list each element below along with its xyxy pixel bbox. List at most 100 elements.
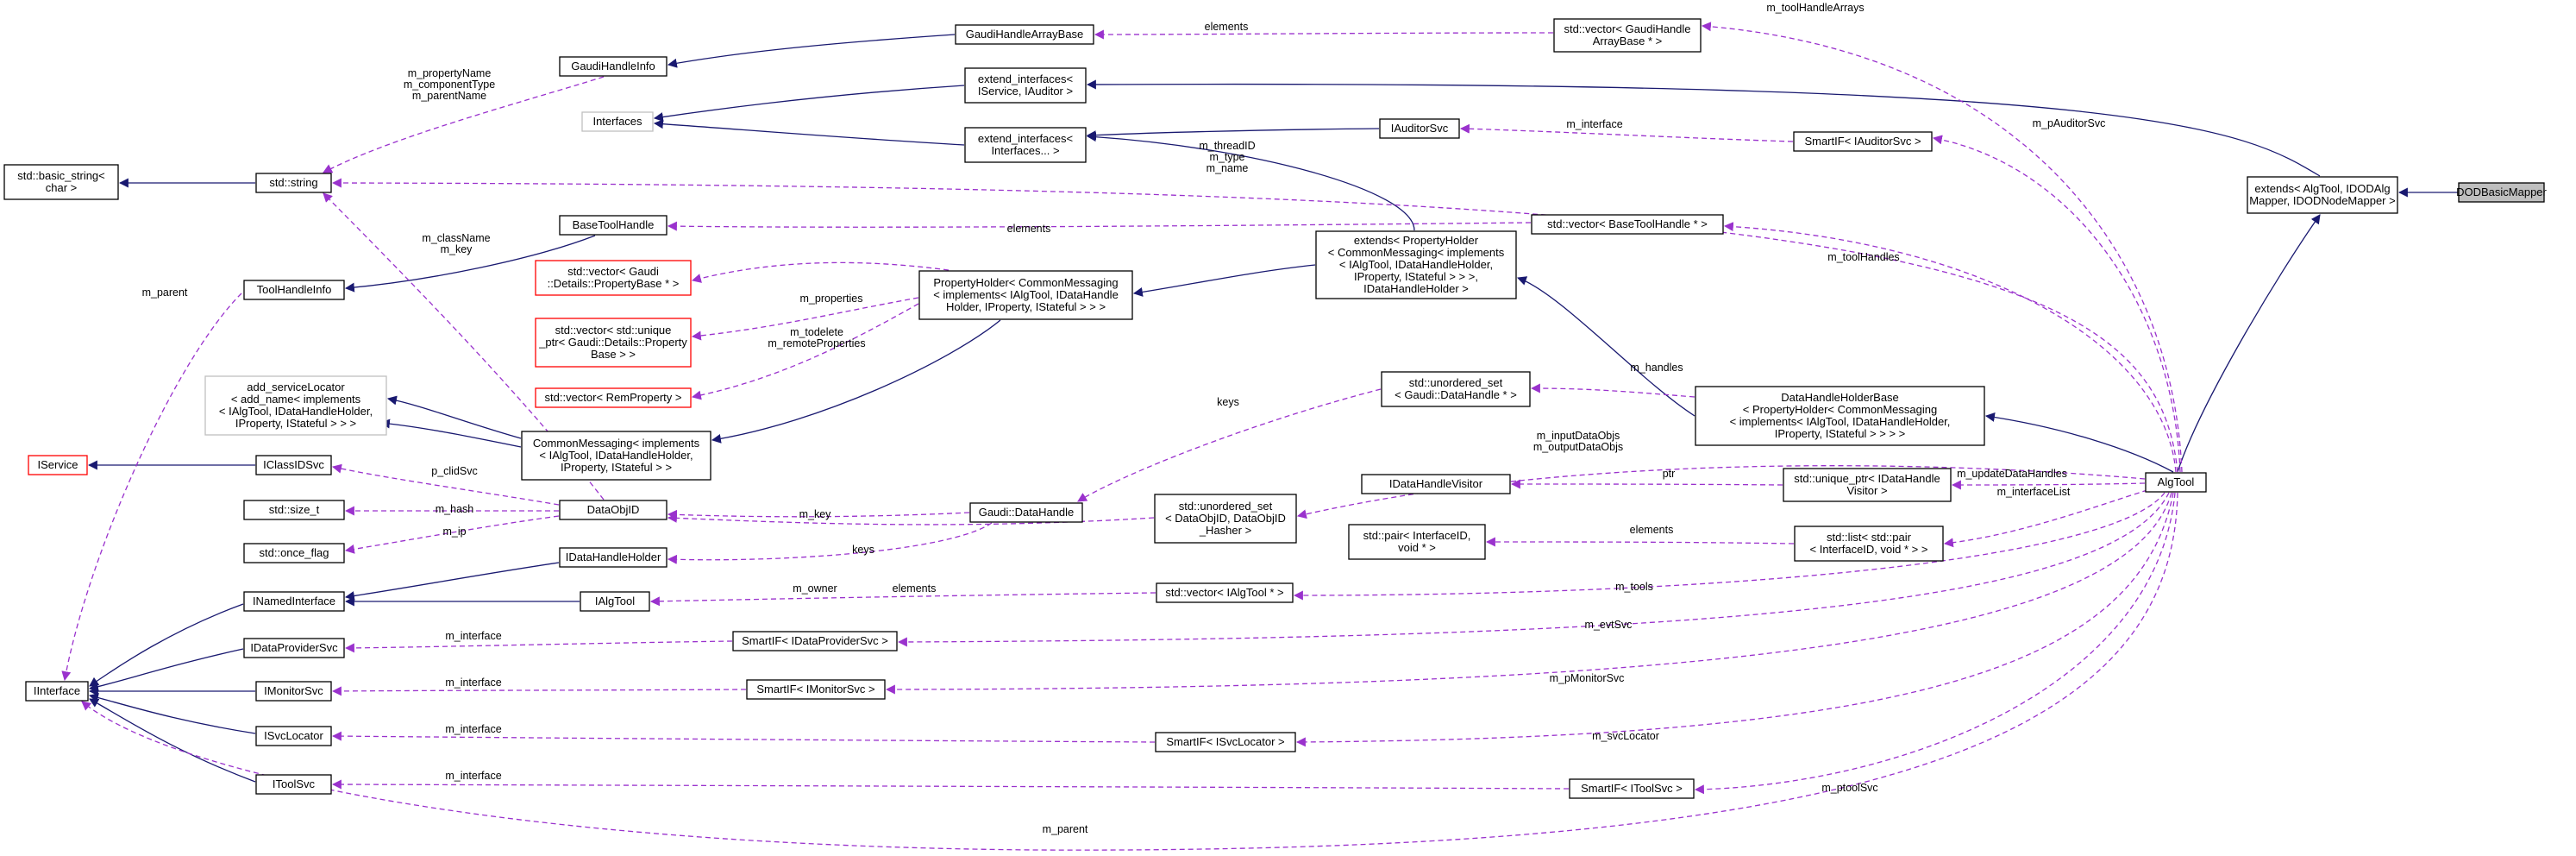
node-box — [535, 318, 692, 368]
class-node-cm[interactable]: CommonMessaging< implements< IAlgTool, I… — [521, 431, 711, 481]
node-box — [28, 455, 88, 475]
class-node-smartif-aud[interactable]: SmartIF< IAuditorSvc > — [1793, 131, 1933, 152]
edge-label-iface2: m_interface — [445, 630, 501, 642]
edge-label-line: elements — [1007, 223, 1051, 235]
class-node-interfaces[interactable]: Interfaces — [581, 111, 654, 132]
edge-label-evt: m_evtSvc — [1585, 619, 1633, 631]
class-node-pair-iid[interactable]: std::pair< InterfaceID,void * > — [1348, 524, 1486, 560]
class-node-idhh[interactable]: IDataHandleHolder — [559, 547, 668, 568]
node-label-line: Base > > — [591, 348, 636, 361]
edge-iinterface-itool — [89, 698, 256, 783]
class-node-list-pair[interactable]: std::list< std::pair< InterfaceID, void … — [1794, 526, 1944, 562]
class-node-vec-gha[interactable]: std::vector< GaudiHandleArrayBase * > — [1553, 18, 1702, 53]
node-label-line: < implements< IAlgTool, IDataHandle — [933, 288, 1119, 301]
edge-label-ilist: m_interfaceList — [1997, 486, 2071, 498]
class-node-toolhandleinfo[interactable]: ToolHandleInfo — [243, 280, 345, 300]
class-node-itool[interactable]: IToolSvc — [255, 774, 332, 795]
class-node-ei-svc[interactable]: extend_interfaces<IService, IAuditor > — [964, 67, 1087, 104]
class-node-ext-ph[interactable]: extends< PropertyHolder< CommonMessaging… — [1315, 230, 1517, 299]
class-node-dataobjid[interactable]: DataObjID — [559, 500, 668, 520]
edge-ghi-ghab — [667, 34, 956, 68]
class-node-gaudi-dh[interactable]: Gaudi::DataHandle — [969, 502, 1083, 523]
node-box — [1315, 230, 1517, 299]
class-node-basetoolhandle[interactable]: BaseToolHandle — [559, 215, 668, 236]
class-node-vec-rem[interactable]: std::vector< RemProperty > — [535, 387, 692, 408]
class-node-ialgtool[interactable]: IAlgTool — [580, 591, 650, 612]
edge-label-line: m_ptoolSvc — [1821, 782, 1877, 794]
edge-label-props: m_properties — [800, 293, 863, 305]
class-node-iclassidsvc[interactable]: IClassIDSvc — [255, 455, 332, 475]
node-box — [255, 726, 332, 746]
node-label-line: SmartIF< ISvcLocator > — [1166, 735, 1284, 748]
edge-label-mkey: m_key — [799, 508, 832, 520]
edge-ph-vec_up — [691, 297, 919, 341]
node-box — [964, 127, 1087, 163]
class-node-smartif-tool[interactable]: SmartIF< IToolSvc > — [1569, 778, 1695, 799]
node-label-line: extend_interfaces< — [978, 132, 1073, 145]
class-node-vec-gdp[interactable]: std::vector< Gaudi::Details::PropertyBas… — [535, 260, 692, 296]
node-box — [1793, 131, 1933, 152]
edge-smartif_dps-idps — [344, 640, 733, 653]
class-node-dhhb[interactable]: DataHandleHolderBase< PropertyHolder< Co… — [1695, 386, 1985, 446]
edge-label-line: m_svcLocator — [1592, 730, 1659, 742]
class-node-dod[interactable]: DODBasicMapper — [2456, 182, 2548, 203]
edge-iinterface-inamed — [89, 603, 244, 687]
edge-label-svcl: m_svcLocator — [1592, 730, 1659, 742]
class-node-idps[interactable]: IDataProviderSvc — [243, 638, 345, 658]
edge-thi-bth — [344, 235, 596, 293]
node-box — [969, 502, 1083, 523]
class-node-iinterface[interactable]: IInterface — [25, 681, 89, 702]
edge-ei_int-ext_ph — [1086, 132, 1415, 231]
node-box — [559, 500, 668, 520]
class-node-stdstring[interactable]: std::string — [255, 173, 332, 193]
class-node-inamed[interactable]: INamedInterface — [243, 591, 345, 612]
class-node-add-sl[interactable]: add_serviceLocator< add_name< implements… — [204, 375, 387, 436]
node-label-line: IInterface — [34, 684, 80, 697]
node-box — [3, 164, 119, 200]
class-node-sizet[interactable]: std::size_t — [243, 500, 345, 520]
class-node-vec-up[interactable]: std::vector< std::unique_ptr< Gaudi::Det… — [535, 318, 692, 368]
class-node-vec-ialg[interactable]: std::vector< IAlgTool * > — [1156, 582, 1294, 603]
edge-algtool-smartif_aud — [1932, 135, 2181, 473]
class-node-iauditorsvc[interactable]: IAuditorSvc — [1379, 118, 1460, 139]
class-node-uset-dh[interactable]: std::unordered_set< Gaudi::DataHandle * … — [1381, 371, 1531, 407]
edge-ei_svc-ext_alg — [1086, 79, 2321, 177]
class-node-iservice[interactable]: IService — [28, 455, 88, 475]
edge-algtool-smartif_tool — [1694, 492, 2176, 795]
edge-label-iface4: m_interface — [445, 723, 501, 735]
class-node-gaudihandlearraybase[interactable]: GaudiHandleArrayBase — [955, 24, 1094, 45]
edge-label-hash: m_hash — [436, 503, 474, 515]
class-node-idhv[interactable]: IDataHandleVisitor — [1361, 474, 1511, 494]
class-node-ei-int[interactable]: extend_interfaces<Interfaces... > — [964, 127, 1087, 163]
class-node-imon[interactable]: IMonitorSvc — [255, 681, 332, 702]
edge-label-line: m_parent — [142, 286, 188, 299]
class-node-smartif-mon[interactable]: SmartIF< IMonitorSvc > — [746, 679, 886, 700]
edge-algtool-uset_doid — [1296, 465, 2146, 519]
edge-cm-ph — [711, 319, 1001, 444]
class-node-vec-bth[interactable]: std::vector< BaseToolHandle * > — [1531, 214, 1724, 235]
edge-vec_gha-ghab — [1094, 29, 1554, 40]
class-node-smartif-dps[interactable]: SmartIF< IDataProviderSvc > — [732, 631, 898, 651]
class-node-isl[interactable]: ISvcLocator — [255, 726, 332, 746]
node-label-line: void * > — [1398, 541, 1436, 554]
class-node-ph[interactable]: PropertyHolder< CommonMessaging< impleme… — [918, 270, 1133, 320]
node-label-line: IDataHandleHolder — [566, 551, 661, 563]
class-node-uptr-dhv[interactable]: std::unique_ptr< IDataHandleVisitor > — [1783, 468, 1952, 502]
edge-label-pclid: p_clidSvc — [431, 465, 478, 477]
class-node-basic-string[interactable]: std::basic_string<char > — [3, 164, 119, 200]
edge-label-line: m_toolHandleArrays — [1766, 2, 1864, 14]
node-label-line: _Hasher > — [1199, 524, 1251, 537]
node-label-line: std::unique_ptr< IDataHandle — [1794, 472, 1940, 485]
class-node-algtool[interactable]: AlgTool — [2145, 472, 2207, 493]
edge-label-line: m_properties — [800, 293, 863, 305]
edge-label-line: m_interface — [445, 723, 501, 735]
node-label-line: < IAlgTool, IDataHandleHolder, — [1339, 258, 1493, 271]
class-node-gaudihandleinfo[interactable]: GaudiHandleInfo — [559, 56, 668, 77]
node-box — [1154, 494, 1297, 544]
class-node-uset-doid[interactable]: std::unordered_set< DataObjID, DataObjID… — [1154, 494, 1297, 544]
edge-algtool-smartif_mon — [885, 492, 2172, 695]
class-node-smartif-sl[interactable]: SmartIF< ISvcLocator > — [1155, 732, 1296, 752]
class-node-onceflag[interactable]: std::once_flag — [243, 543, 345, 563]
edge-label-line: m_className — [422, 232, 490, 244]
